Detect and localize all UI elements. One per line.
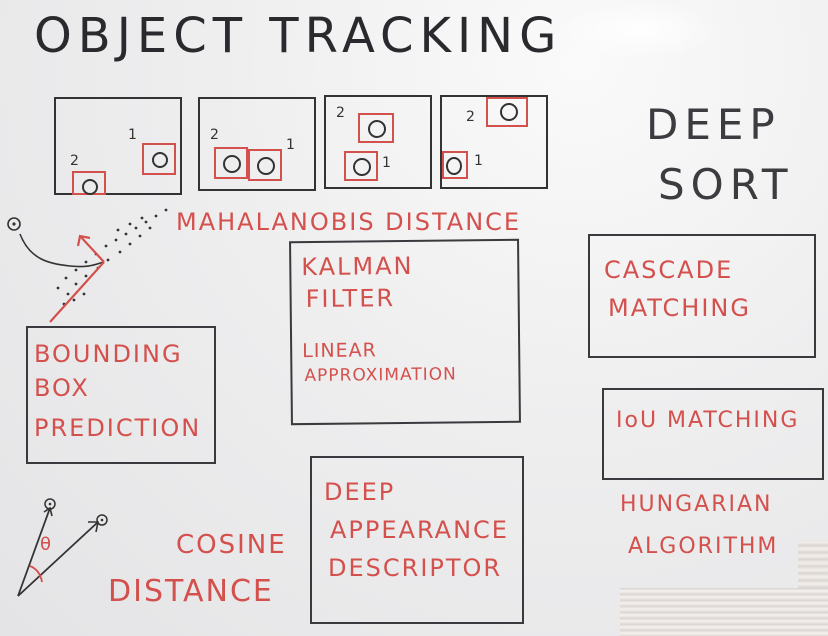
track-box-2 [486, 97, 528, 127]
frame-label-1: 1 [128, 127, 137, 143]
kalman-line-2: FILTER [305, 284, 396, 314]
object-circle [446, 157, 462, 175]
frame-2: 2 1 [198, 97, 316, 191]
object-circle [152, 152, 168, 168]
frame-label-1: 1 [474, 153, 483, 169]
point-icon [96, 514, 108, 526]
object-circle [500, 103, 518, 121]
frame-label-2: 2 [466, 109, 475, 125]
arrow-up [79, 235, 105, 263]
appearance-line-1: DEEP [324, 478, 396, 506]
frame-3: 2 1 [324, 95, 432, 189]
bbox-line-3: PREDICTION [34, 414, 202, 442]
dotted-ellipse [56, 208, 168, 306]
appearance-line-3: DESCRIPTOR [328, 554, 503, 582]
kalman-line-1: KALMAN [301, 251, 414, 282]
kalman-filter-box: KALMAN FILTER LINEAR APPROXIMATION [289, 238, 521, 426]
frame-1: 2 1 [54, 97, 182, 195]
track-box-1 [248, 149, 282, 181]
corner-artifact [798, 540, 828, 588]
cascade-line-2: MATCHING [608, 294, 751, 322]
frame-label-2: 2 [210, 127, 219, 143]
frame-label-2: 2 [336, 105, 345, 121]
cosine-angle-sketch: θ [17, 498, 108, 597]
object-circle [353, 158, 371, 176]
frame-label-1: 1 [382, 155, 391, 171]
hungarian-line-1: HUNGARIAN [620, 492, 773, 517]
frame-label-2: 2 [70, 153, 79, 169]
cascade-matching-box: CASCADE MATCHING [588, 234, 816, 358]
object-circle [257, 157, 275, 175]
point-icon [7, 217, 21, 231]
appearance-line-2: APPEARANCE [330, 516, 509, 544]
angle-arc [29, 565, 43, 583]
vector-b [17, 521, 99, 597]
arrow-down [49, 261, 105, 323]
object-circle [368, 120, 386, 138]
theta-label: θ [40, 534, 51, 555]
frame-label-1: 1 [286, 137, 295, 153]
hungarian-line-2: ALGORITHM [628, 534, 779, 559]
linear-line-1: LINEAR [302, 339, 377, 363]
object-circle [223, 155, 241, 173]
sort-label: SORT [658, 160, 794, 209]
squiggle-line [19, 233, 105, 268]
light-glare [560, 0, 720, 60]
cosine-label: COSINE [176, 530, 287, 560]
track-box-2 [358, 113, 394, 143]
corner-artifact [620, 588, 828, 636]
mahalanobis-distance-label: MAHALANOBIS DISTANCE [176, 208, 522, 236]
track-box-1 [442, 151, 468, 179]
frame-4: 2 1 [440, 95, 548, 189]
track-box-2 [214, 147, 248, 179]
track-box-2 [72, 171, 106, 195]
vector-a [17, 507, 51, 597]
linear-line-2: APPROXIMATION [304, 364, 457, 387]
object-circle [82, 179, 98, 195]
deep-appearance-descriptor-box: DEEP APPEARANCE DESCRIPTOR [310, 456, 524, 624]
bounding-box-prediction-box: BOUNDING BOX PREDICTION [26, 326, 216, 464]
distance-label: DISTANCE [108, 574, 274, 609]
cascade-line-1: CASCADE [604, 256, 734, 284]
bbox-line-2: BOX [34, 374, 90, 402]
track-box-1 [142, 143, 176, 175]
deep-label: DEEP [646, 100, 781, 149]
track-box-1 [344, 151, 378, 181]
bbox-line-1: BOUNDING [34, 340, 183, 368]
iou-label: IoU MATCHING [616, 408, 800, 433]
mahalanobis-sketch [7, 208, 168, 323]
iou-matching-box: IoU MATCHING [602, 388, 824, 480]
page-title: OBJECT TRACKING [34, 8, 563, 64]
